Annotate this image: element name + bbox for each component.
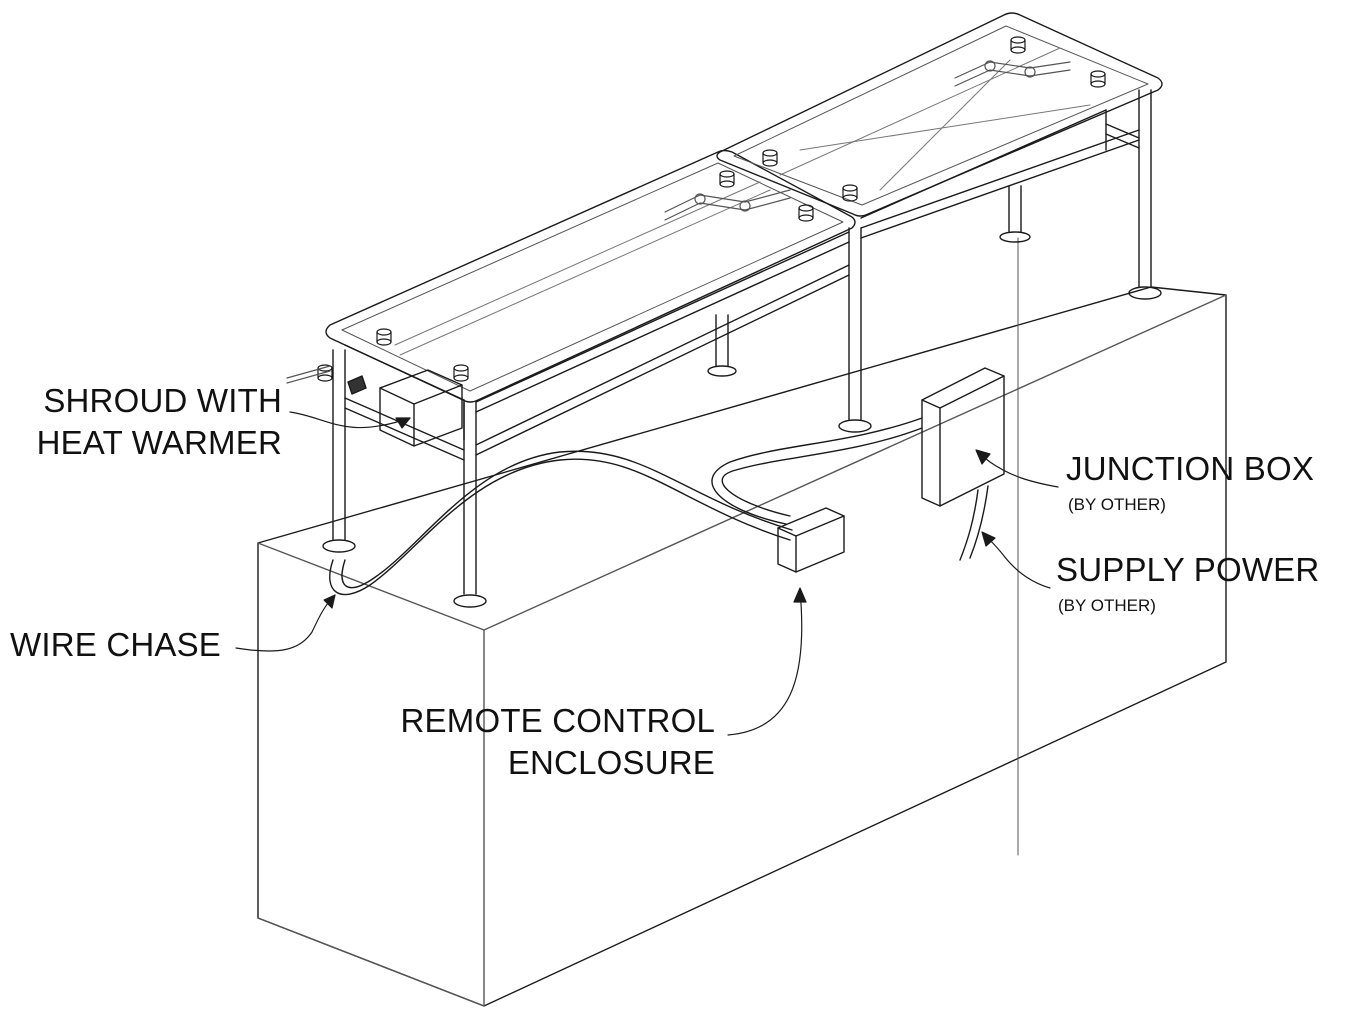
supply-power-note: (BY OTHER) — [1058, 596, 1156, 615]
wire-chase-conduit — [329, 450, 793, 596]
leader-lines — [235, 411, 1059, 736]
shroud-heat-warmer — [347, 369, 463, 447]
drain-fittings — [317, 36, 1106, 382]
right-well-top — [716, 12, 1163, 219]
wire-chase-label: WIRE CHASE — [10, 626, 222, 663]
supply-conduit — [711, 417, 923, 525]
junction-box-label: JUNCTION BOX — [1066, 450, 1315, 487]
left-well-top — [325, 149, 856, 441]
shroud-label-line1: SHROUD WITH — [43, 382, 282, 419]
remote-control-label-line2: ENCLOSURE — [507, 744, 715, 781]
junction-box-shape — [921, 367, 1005, 561]
supply-power-label: SUPPLY POWER — [1056, 551, 1320, 588]
remote-control-label-line1: REMOTE CONTROL — [400, 702, 715, 739]
junction-box-note: (BY OTHER) — [1068, 495, 1166, 514]
manifold-piping — [286, 60, 1071, 384]
remote-control-enclosure — [777, 507, 845, 573]
shroud-label-line2: HEAT WARMER — [36, 424, 282, 461]
table-legs — [322, 89, 1162, 608]
